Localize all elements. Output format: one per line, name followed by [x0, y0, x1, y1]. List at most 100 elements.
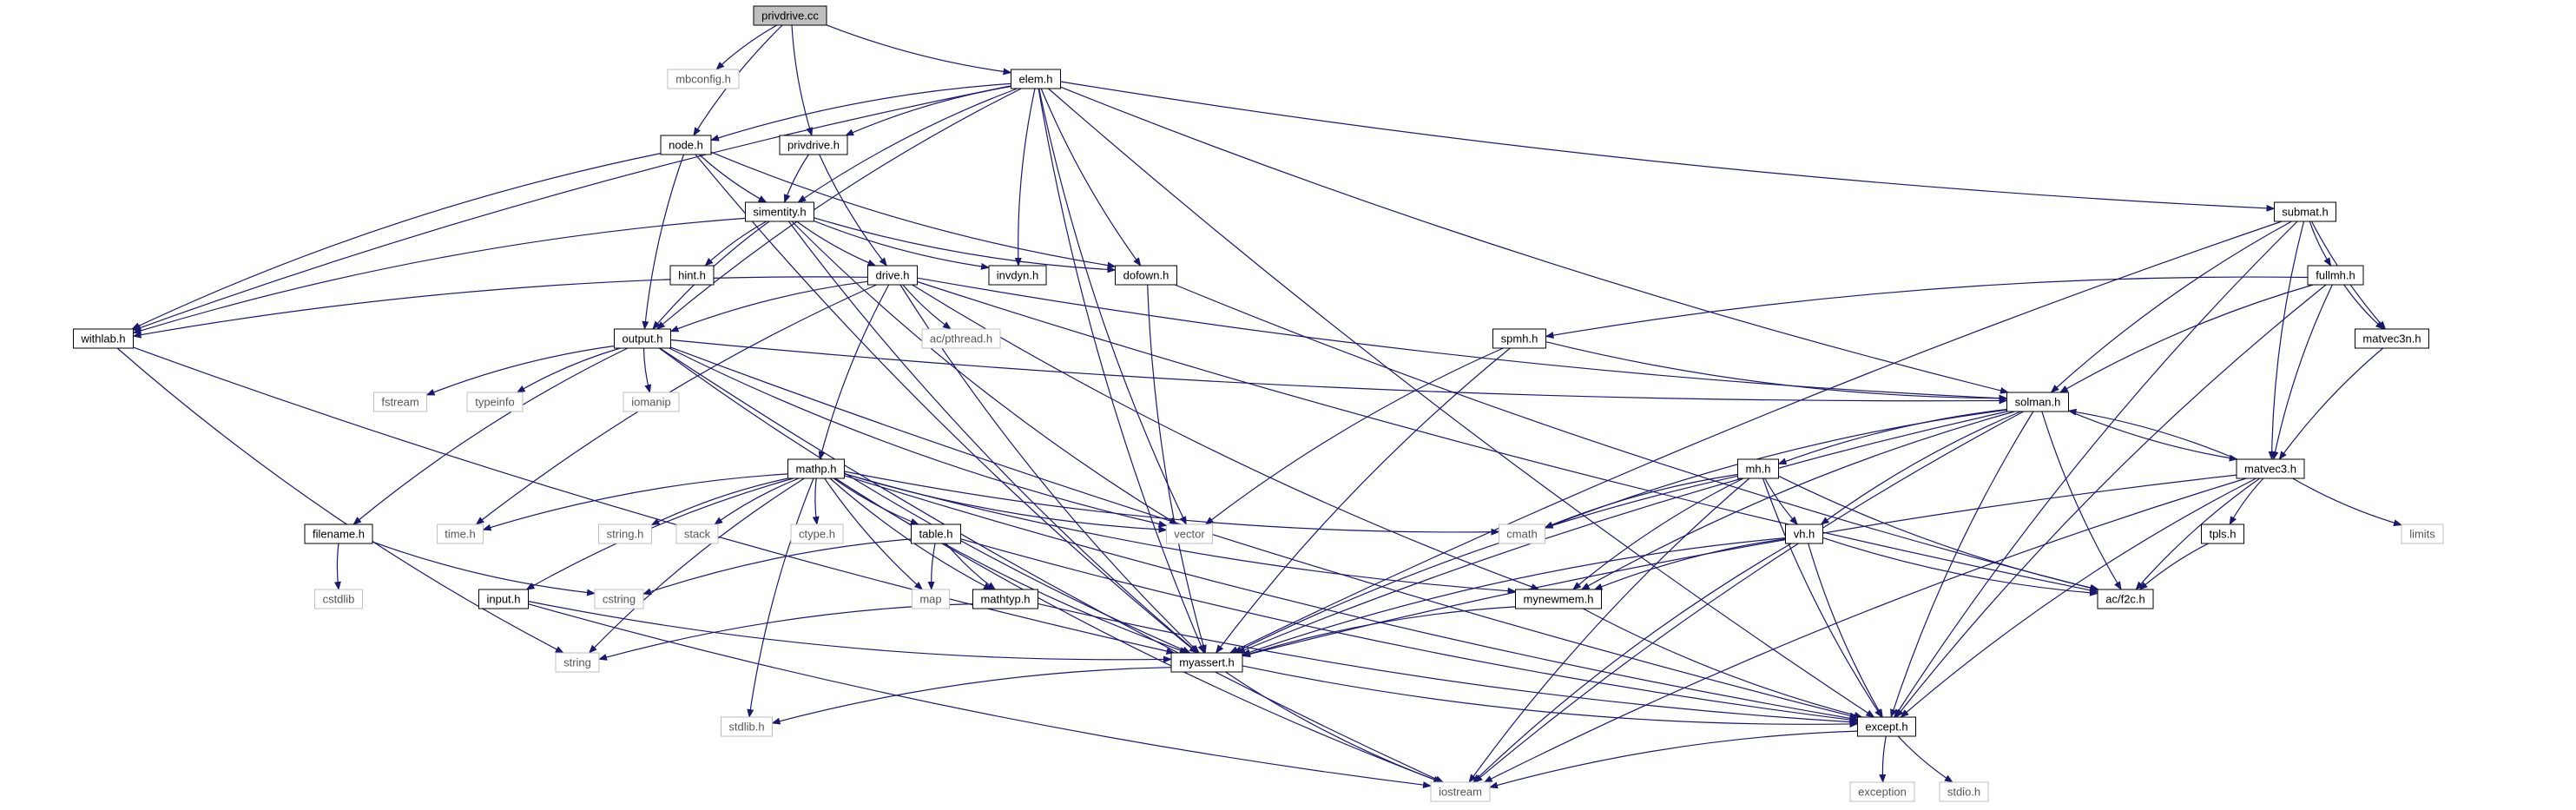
node-mynewmem-h[interactable]: mynewmem.h: [1515, 589, 1602, 609]
edge-submat-h-to-myassert-h: [1229, 221, 2283, 654]
node-label: drive.h: [875, 269, 909, 282]
node-label: matvec3.h: [2244, 463, 2296, 476]
edge-matvec3-h-to-tpls-h: [2229, 477, 2264, 525]
node-map: map: [912, 589, 950, 609]
node-mh-h[interactable]: mh.h: [1737, 458, 1779, 479]
edge-mh-h-to-cmath: [1544, 473, 1738, 529]
edge-output-h-to-vector: [669, 347, 1168, 528]
edge-mathp-h-to-map: [824, 477, 924, 590]
node-box: [669, 265, 715, 286]
node-label: fstream: [381, 396, 418, 409]
edge-solman-h-to-mynewmem-h: [1580, 411, 2015, 590]
node-spmh-h[interactable]: spmh.h: [1492, 328, 1546, 349]
edge-drive-h-to-output-h: [669, 280, 868, 333]
edge-dofown-h-to-ac-f2c-h: [1175, 284, 2098, 592]
edge-node-h-to-withlab-h: [131, 153, 662, 330]
node-label: map: [919, 593, 941, 606]
node-withlab-h[interactable]: withlab.h: [73, 328, 134, 349]
edge-matvec3-h-to-iostream: [1483, 477, 2247, 783]
edge-output-h-to-iomanip: [642, 347, 652, 393]
edge-mathp-h-to-mathtyp-h: [829, 477, 992, 590]
node-elem-h[interactable]: elem.h: [1011, 69, 1061, 89]
node-label: string: [563, 656, 591, 669]
node-input-h[interactable]: input.h: [478, 589, 529, 609]
node-limits: limits: [2401, 524, 2444, 544]
node-fullmh-h[interactable]: fullmh.h: [2307, 265, 2364, 286]
node-label: simentity.h: [753, 206, 806, 219]
node-string: string: [555, 652, 600, 673]
edge-submat-h-to-solman-h: [2050, 221, 2292, 393]
node-label: invdyn.h: [997, 269, 1038, 282]
node-except-h[interactable]: except.h: [1857, 716, 1916, 737]
edge-mathp-h-to-input-h: [525, 477, 794, 590]
node-cstdlib: cstdlib: [314, 589, 363, 609]
edge-tpls-h-to-ac-f2c-h: [2138, 543, 2209, 590]
node-label: solman.h: [2015, 396, 2061, 409]
node-box: [745, 201, 814, 222]
node-box: [478, 589, 529, 609]
node-box: [1430, 781, 1491, 802]
node-ctype-h: ctype.h: [790, 524, 844, 544]
node-node-h[interactable]: node.h: [660, 135, 712, 155]
node-matvec3-h[interactable]: matvec3.h: [2236, 458, 2305, 479]
edge-solman-h-to-mh-h: [1777, 408, 2007, 465]
edge-output-h-to-typeinfo: [516, 347, 621, 393]
node-label: output.h: [623, 333, 663, 346]
node-privdrive-h[interactable]: privdrive.h: [779, 135, 848, 155]
node-drive-h[interactable]: drive.h: [867, 265, 918, 286]
node-vh-h[interactable]: vh.h: [1785, 524, 1823, 544]
node-box: [1785, 524, 1823, 544]
edges-layer: [116, 24, 2402, 789]
edge-matvec3n-h-to-matvec3-h: [2278, 347, 2384, 460]
edge-matvec3-h-to-solman-h: [2067, 408, 2237, 460]
node-solman-h[interactable]: solman.h: [2006, 392, 2069, 412]
node-simentity-h[interactable]: simentity.h: [745, 201, 814, 222]
edge-simentity-h-to-withlab-h: [132, 217, 746, 334]
edge-input-h-to-myassert-h: [528, 601, 1172, 663]
edge-privdrive-h-to-drive-h: [819, 154, 887, 267]
edge-matvec3-h-to-myassert-h: [1242, 474, 2237, 658]
node-matvec3n-h[interactable]: matvec3n.h: [2355, 328, 2429, 349]
edge-submat-h-to-except-h: [1894, 221, 2298, 718]
edge-mathp-h-to-myassert-h: [834, 477, 1189, 654]
node-privdrive-cc[interactable]: privdrive.cc: [753, 5, 827, 26]
node-box: [373, 392, 427, 412]
edge-fullmh-h-to-matvec3n-h: [2343, 284, 2384, 330]
edge-elem-h-to-invdyn-h: [1014, 88, 1036, 267]
node-myassert-h[interactable]: myassert.h: [1170, 652, 1243, 673]
edge-simentity-h-to-drive-h: [796, 221, 877, 267]
node-invdyn-h[interactable]: invdyn.h: [988, 265, 1047, 286]
node-mathp-h[interactable]: mathp.h: [787, 458, 845, 479]
node-box: [667, 69, 740, 89]
node-mathtyp-h[interactable]: mathtyp.h: [972, 589, 1038, 609]
edge-table-h-to-cstring: [642, 538, 912, 596]
node-hint-h[interactable]: hint.h: [669, 265, 715, 286]
node-label: fullmh.h: [2316, 269, 2355, 282]
edge-simentity-h-to-dofown-h: [814, 217, 1117, 273]
node-stdlib-h: stdlib.h: [721, 716, 773, 737]
node-table-h[interactable]: table.h: [911, 524, 961, 544]
edge-elem-h-to-simentity-h: [797, 88, 1018, 203]
node-output-h[interactable]: output.h: [614, 328, 671, 349]
node-ac-f2c-h[interactable]: ac/f2c.h: [2097, 589, 2154, 609]
node-box: [2201, 524, 2244, 544]
node-filename-h[interactable]: filename.h: [304, 524, 373, 544]
node-box: [2006, 392, 2069, 412]
edge-myassert-h-to-except-h: [1242, 665, 1859, 728]
edge-privdrive-h-to-simentity-h: [783, 154, 809, 203]
node-box: [867, 265, 918, 286]
node-tpls-h[interactable]: tpls.h: [2201, 524, 2244, 544]
edge-mh-h-to-iostream: [1468, 477, 1750, 783]
node-stack: stack: [675, 524, 719, 544]
edge-vh-h-to-except-h: [1808, 543, 1883, 718]
node-submat-h[interactable]: submat.h: [2274, 201, 2336, 222]
edge-myassert-h-to-iostream: [1225, 671, 1443, 783]
edge-fullmh-h-to-solman-h: [2059, 284, 2314, 393]
node-label: mbconfig.h: [675, 73, 731, 86]
edge-elem-h-to-vector: [1038, 88, 1187, 525]
edge-submat-h-to-matvec3-h: [2268, 221, 2305, 460]
node-label: iomanip: [631, 396, 671, 409]
node-dofown-h[interactable]: dofown.h: [1115, 265, 1177, 286]
edge-drive-h-to-ac-pthread-h: [902, 284, 952, 330]
edge-solman-h-to-iostream: [1473, 411, 2024, 783]
